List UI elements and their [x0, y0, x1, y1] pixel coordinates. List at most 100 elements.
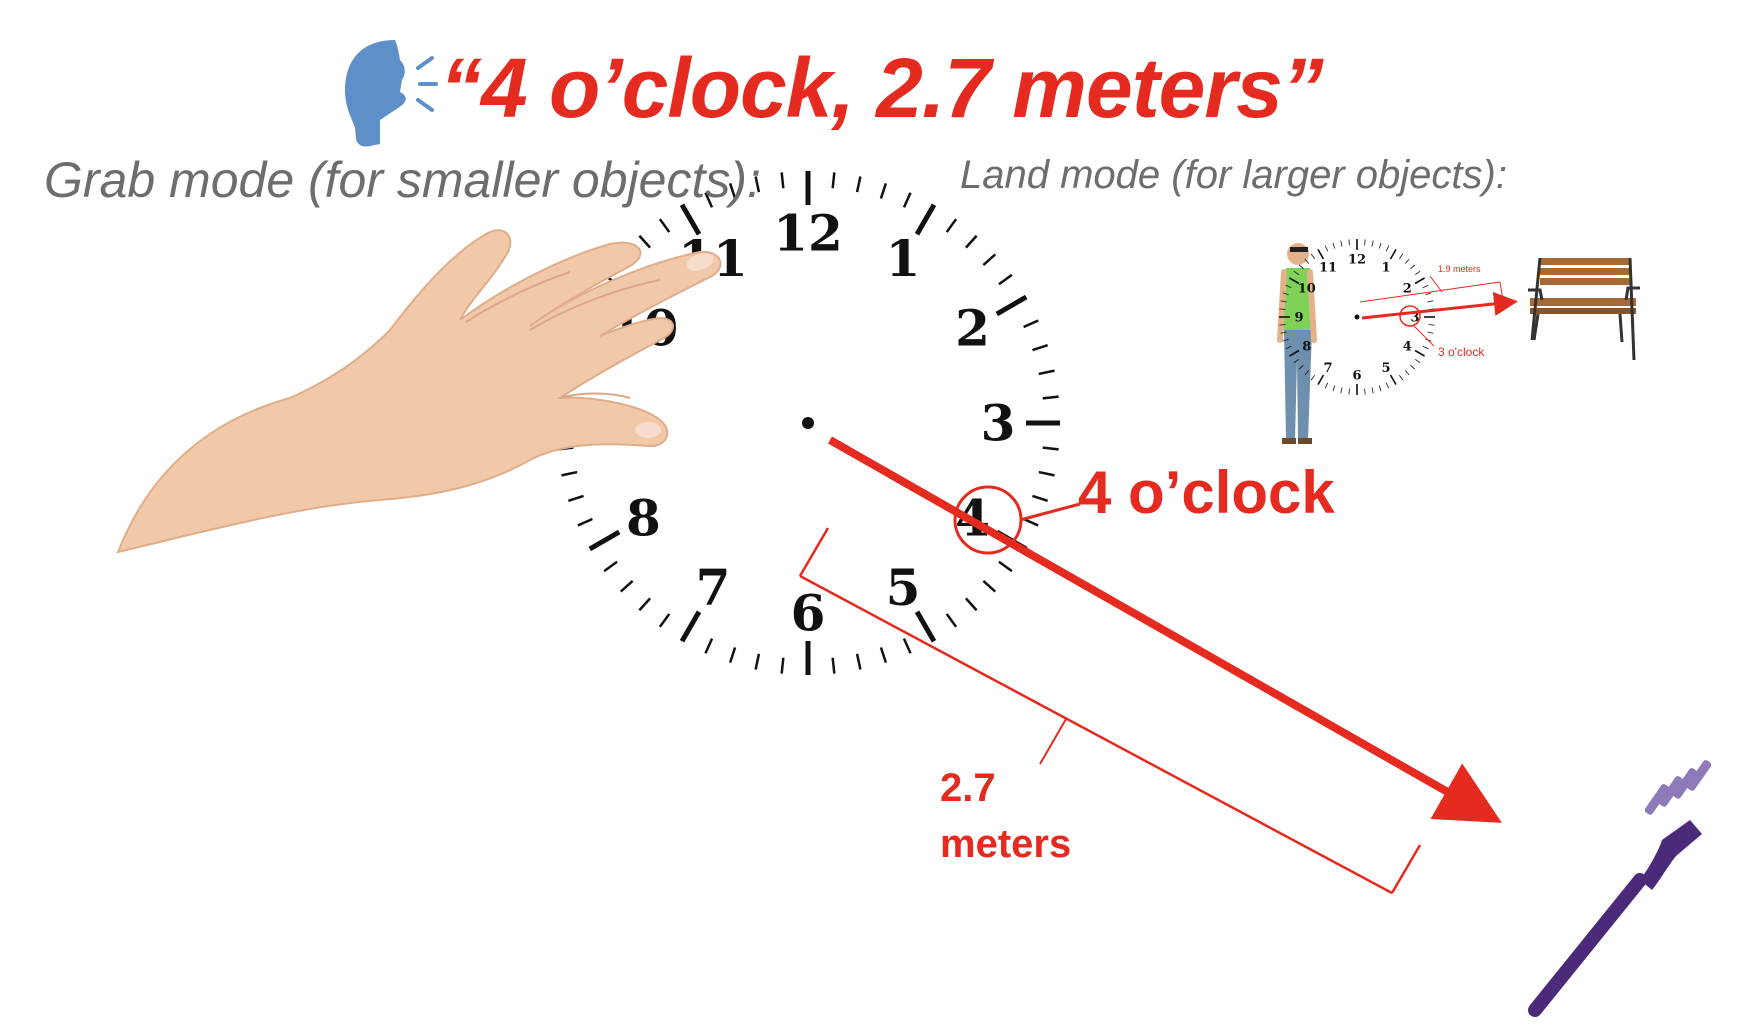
main-clock-tick	[1023, 517, 1039, 527]
main-clock-tick	[638, 234, 652, 249]
main-clock-tick	[879, 647, 888, 664]
direction-arrow	[828, 436, 1502, 823]
direction-annotation: 4 o’clock	[1078, 459, 1335, 526]
main-clock-tick	[902, 192, 912, 208]
inset-clock-numeral-5: 5	[1381, 361, 1390, 376]
inset-clock-tick	[1422, 284, 1429, 289]
inset-clock-tick	[1279, 308, 1286, 310]
inset-clock-tick	[1324, 245, 1329, 252]
main-clock-tick	[902, 638, 912, 654]
inset-clock-numeral-10: 10	[1298, 282, 1316, 297]
main-clock-tick	[1038, 470, 1055, 477]
inset-clock-numeral-7: 7	[1323, 361, 1332, 376]
main-clock-tick	[619, 579, 634, 593]
speaking-head-icon	[345, 40, 438, 147]
grab-mode-label: Grab mode (for smaller objects):	[44, 152, 761, 208]
main-clock-numeral-2: 2	[955, 299, 990, 358]
main-clock-tick	[704, 192, 714, 208]
main-clock-tick	[914, 610, 937, 643]
inset-clock-numeral-8: 8	[1302, 340, 1311, 355]
inset-clock-tick	[1371, 387, 1374, 394]
inset-clock-tick	[1348, 239, 1350, 246]
hand-image	[116, 229, 722, 554]
inset-clock-tick	[1415, 358, 1421, 364]
inset-clock-tick	[1385, 382, 1390, 389]
main-clock-tick	[914, 203, 937, 236]
main-clock-tick	[1032, 343, 1049, 352]
inset-clock-tick	[1348, 388, 1350, 395]
main-clock-tick	[998, 273, 1013, 286]
inset-clock-tick	[1310, 375, 1316, 381]
inset-clock-tick	[1279, 324, 1286, 326]
inset-clock-tick	[1282, 292, 1289, 296]
inset-clock-tick	[1378, 385, 1382, 392]
main-clock-tick	[754, 176, 761, 193]
toothbrush-icon	[1528, 760, 1712, 1017]
main-clock-tick	[855, 653, 862, 670]
inset-clock-tick	[1298, 264, 1304, 270]
main-clock-numeral-1: 1	[886, 229, 921, 288]
main-clock-tick	[998, 560, 1013, 573]
inset-clock-tick	[1398, 375, 1404, 381]
distance-unit: meters	[940, 822, 1072, 866]
inset-clock-numeral-11: 11	[1319, 260, 1337, 275]
main-clock-tick	[728, 182, 737, 199]
inset-clock-tick	[1298, 364, 1304, 370]
main-clock-tick	[679, 610, 702, 643]
main-clock-tick	[638, 597, 652, 612]
main-clock-tick	[658, 218, 671, 233]
main-clock-tick	[982, 579, 997, 593]
inset-clock-tick	[1289, 349, 1300, 357]
inset-clock-tick	[1378, 242, 1382, 249]
inset-direction-label: 3 o'clock	[1438, 345, 1485, 359]
inset-clock-numeral-1: 1	[1381, 260, 1390, 275]
main-clock-numeral-6: 6	[791, 584, 826, 643]
main-clock-tick	[588, 529, 621, 552]
main-clock-tick	[1042, 446, 1059, 451]
person-figure	[1277, 243, 1317, 444]
inset-clock-tick	[1280, 331, 1287, 334]
main-clock-numeral-12: 12	[773, 204, 843, 263]
inset-clock-tick	[1414, 277, 1425, 285]
inset-clock-numeral-9: 9	[1294, 311, 1303, 326]
inset-clock-tick	[1364, 239, 1366, 246]
inset-clock-tick	[1340, 387, 1343, 394]
inset-clock-tick	[1427, 331, 1434, 334]
main-clock-tick	[1042, 395, 1059, 400]
main-clock-tick	[728, 647, 737, 664]
main-clock-tick	[780, 172, 785, 189]
inset-clock-numeral-6: 6	[1352, 369, 1361, 384]
inset-clock-numeral-4: 4	[1403, 340, 1412, 355]
inset-clock-tick	[1371, 240, 1374, 247]
inset-clock-tick	[1332, 385, 1336, 392]
inset-clock-tick	[1415, 270, 1421, 276]
inset-clock-tick	[1310, 253, 1316, 259]
main-clock-tick	[831, 657, 836, 674]
main-clock-tick	[879, 182, 888, 199]
main-clock-tick	[945, 218, 958, 233]
main-clock-tick	[679, 203, 702, 236]
inset-clock-tick	[1285, 284, 1292, 289]
inset-distance-line	[1359, 281, 1501, 303]
inset-clock-tick	[1304, 370, 1310, 376]
main-clock-numeral-7: 7	[696, 558, 731, 617]
land-mode-label: Land mode (for larger objects):	[960, 153, 1507, 197]
main-clock-tick	[1032, 494, 1049, 503]
inset-highlight-circle	[1399, 305, 1421, 327]
inset-clock-tick	[1364, 388, 1366, 395]
inset-clock-tick	[1410, 364, 1416, 370]
main-clock-tick	[831, 172, 836, 189]
inset-clock-tick	[1385, 245, 1390, 252]
inset-clock-tick	[1422, 345, 1429, 350]
inset-clock-tick	[1414, 349, 1425, 357]
annotation-leader	[1019, 502, 1081, 522]
inset-clock-tick	[1289, 277, 1300, 285]
inset-clock-tick	[1427, 300, 1434, 303]
main-clock-tick	[567, 494, 584, 503]
inset-clock-numeral-2: 2	[1403, 282, 1412, 297]
page-title: “4 o’clock, 2.7 meters”	[440, 41, 1324, 135]
main-clock-tick	[1038, 369, 1055, 376]
inset-clock-tick	[1280, 300, 1287, 303]
